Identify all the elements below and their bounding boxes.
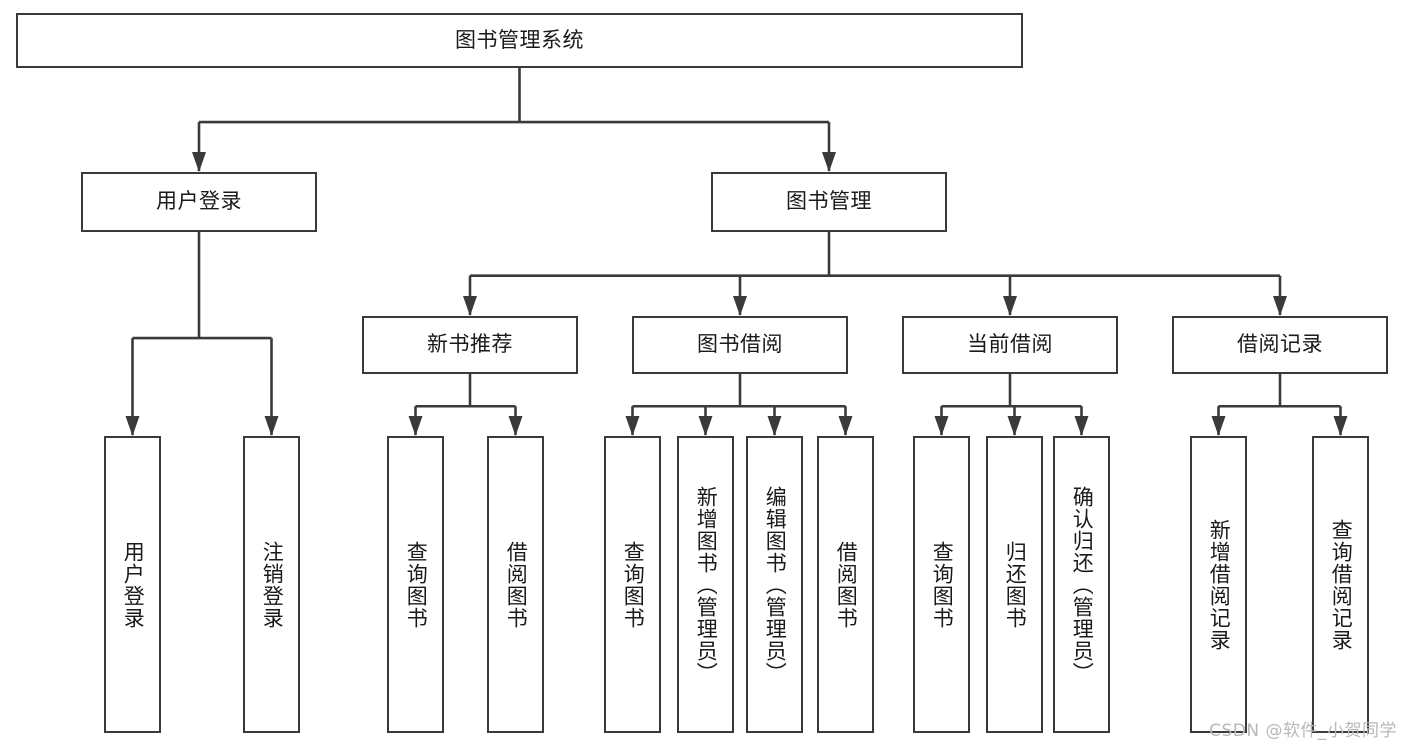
node-label: 查询图书 — [930, 540, 955, 629]
node-label: 新增图书（管理员） — [694, 485, 719, 684]
node-label: 图书管理系统 — [455, 27, 584, 52]
arrowhead-icon — [1007, 416, 1022, 436]
arrowhead-icon — [698, 416, 713, 436]
node-label: 借阅图书 — [504, 540, 529, 629]
node-user-login[interactable]: 用户登录 — [81, 172, 317, 232]
node-root[interactable]: 图书管理系统 — [16, 13, 1023, 68]
node-leaf-return-book[interactable]: 归还图书 — [986, 436, 1043, 733]
node-leaf-logout[interactable]: 注销登录 — [243, 436, 300, 733]
arrowhead-icon — [822, 152, 836, 172]
node-leaf-query-book-3[interactable]: 查询图书 — [913, 436, 970, 733]
arrowhead-icon — [625, 416, 640, 436]
arrowhead-icon — [463, 296, 477, 316]
node-leaf-borrow-book-1[interactable]: 借阅图书 — [487, 436, 544, 733]
arrowhead-icon — [508, 416, 523, 436]
node-leaf-add-book[interactable]: 新增图书（管理员） — [677, 436, 734, 733]
node-borrow-record[interactable]: 借阅记录 — [1172, 316, 1388, 374]
node-label: 用户登录 — [156, 189, 242, 214]
node-book-manage[interactable]: 图书管理 — [711, 172, 947, 232]
arrowhead-icon — [1074, 416, 1089, 436]
arrowhead-icon — [733, 296, 747, 316]
node-label: 图书借阅 — [697, 332, 783, 357]
node-label: 编辑图书（管理员） — [763, 485, 788, 684]
node-label: 当前借阅 — [967, 332, 1053, 357]
node-leaf-query-book-2[interactable]: 查询图书 — [604, 436, 661, 733]
arrowhead-icon — [767, 416, 782, 436]
node-current-borrow[interactable]: 当前借阅 — [902, 316, 1118, 374]
node-leaf-confirm-return[interactable]: 确认归还（管理员） — [1053, 436, 1110, 733]
node-label: 新书推荐 — [427, 332, 513, 357]
arrowhead-icon — [1333, 416, 1348, 436]
arrowhead-icon — [838, 416, 853, 436]
node-label: 归还图书 — [1003, 540, 1028, 629]
node-label: 注销登录 — [260, 540, 285, 629]
arrowhead-icon — [192, 152, 206, 172]
node-label: 借阅记录 — [1237, 332, 1323, 357]
node-label: 借阅图书 — [834, 540, 859, 629]
node-book-borrow[interactable]: 图书借阅 — [632, 316, 848, 374]
arrowhead-icon — [1211, 416, 1226, 436]
arrowhead-icon — [934, 416, 949, 436]
node-label: 确认归还（管理员） — [1070, 485, 1095, 684]
arrowhead-icon — [1273, 296, 1287, 316]
arrowhead-icon — [1003, 296, 1017, 316]
node-label: 查询借阅记录 — [1329, 518, 1354, 651]
node-label: 查询图书 — [404, 540, 429, 629]
node-label: 查询图书 — [621, 540, 646, 629]
arrowhead-icon — [264, 416, 279, 436]
node-leaf-query-record[interactable]: 查询借阅记录 — [1312, 436, 1369, 733]
node-label: 新增借阅记录 — [1207, 518, 1232, 651]
node-label: 用户登录 — [121, 540, 146, 629]
arrowhead-icon — [408, 416, 423, 436]
node-leaf-edit-book[interactable]: 编辑图书（管理员） — [746, 436, 803, 733]
node-label: 图书管理 — [786, 189, 872, 214]
node-leaf-user-login[interactable]: 用户登录 — [104, 436, 161, 733]
node-leaf-borrow-book-2[interactable]: 借阅图书 — [817, 436, 874, 733]
node-leaf-add-record[interactable]: 新增借阅记录 — [1190, 436, 1247, 733]
node-new-book-rec[interactable]: 新书推荐 — [362, 316, 578, 374]
node-leaf-query-book-1[interactable]: 查询图书 — [387, 436, 444, 733]
arrowhead-icon — [125, 416, 140, 436]
